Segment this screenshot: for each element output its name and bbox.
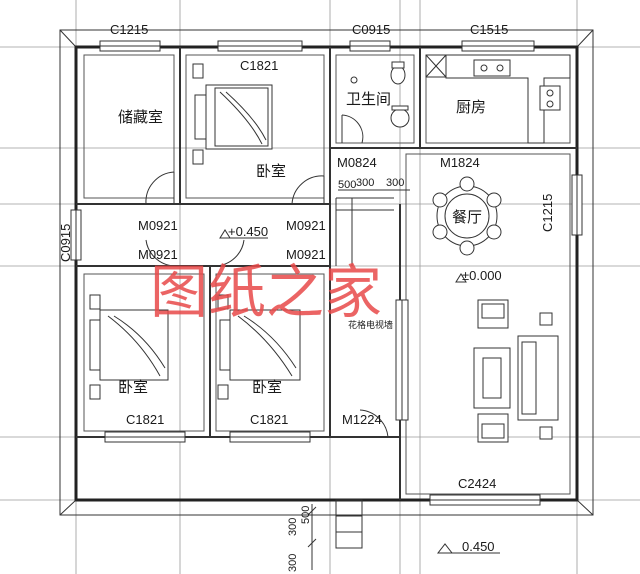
window-label-c1821-left: C1821 bbox=[126, 412, 164, 427]
door-label-m0921-d: M0921 bbox=[286, 247, 326, 262]
dimension-label-500: 500 bbox=[338, 179, 356, 191]
room-label-storage: 储藏室 bbox=[118, 109, 163, 126]
kitchen-counter bbox=[425, 54, 571, 144]
step-dimension-300-b: 300 bbox=[287, 554, 299, 572]
watermark-text: 图纸之家 bbox=[150, 258, 382, 326]
outer-walls bbox=[74, 45, 579, 502]
dimension-lines bbox=[307, 189, 410, 570]
level-label-outdoor: 0.450 bbox=[462, 539, 495, 554]
window-label-c1821-mid: C1821 bbox=[250, 412, 288, 427]
dimension-label-300-a: 300 bbox=[356, 177, 374, 189]
door-label-m1224: M1224 bbox=[342, 412, 382, 427]
window-label-c1821-top: C1821 bbox=[240, 58, 278, 73]
window-label-c1215-right: C1215 bbox=[540, 194, 555, 232]
room-label-kitchen: 厨房 bbox=[456, 99, 486, 116]
windows bbox=[70, 40, 583, 506]
room-label-dining: 餐厅 bbox=[452, 209, 482, 226]
roof-eave bbox=[59, 29, 594, 516]
level-label-living: ±0.000 bbox=[462, 268, 502, 283]
level-markers bbox=[219, 229, 500, 554]
bathroom-fixtures bbox=[350, 61, 410, 128]
beds bbox=[89, 63, 301, 400]
step-dimension-300: 300 bbox=[287, 518, 299, 536]
dining-table bbox=[432, 176, 502, 256]
level-label-corridor: +0.450 bbox=[228, 224, 268, 239]
dimension-label-300-b: 300 bbox=[386, 177, 404, 189]
tv-wall-note: 花格电视墙 bbox=[348, 319, 393, 330]
door-label-m0824: M0824 bbox=[337, 155, 377, 170]
door-swings bbox=[145, 114, 389, 438]
step-dimension-500: 500 bbox=[300, 506, 312, 524]
living-sofa-set bbox=[473, 299, 559, 443]
room-label-bedroom-left: 卧室 bbox=[118, 379, 148, 396]
room-label-bathroom: 卫生间 bbox=[346, 91, 391, 108]
window-label-c2424: C2424 bbox=[458, 476, 496, 491]
window-label-c0915-top: C0915 bbox=[352, 22, 390, 37]
window-label-c1215-top: C1215 bbox=[110, 22, 148, 37]
door-label-m0921-c: M0921 bbox=[138, 247, 178, 262]
room-label-bedroom-top: 卧室 bbox=[256, 163, 286, 180]
window-label-c1515: C1515 bbox=[470, 22, 508, 37]
door-label-m0921-a: M0921 bbox=[138, 218, 178, 233]
window-label-c0915-left: C0915 bbox=[58, 224, 73, 262]
door-label-m1824: M1824 bbox=[440, 155, 480, 170]
room-label-bedroom-mid: 卧室 bbox=[252, 379, 282, 396]
door-label-m0921-b: M0921 bbox=[286, 218, 326, 233]
corridor-stairs bbox=[335, 197, 409, 549]
